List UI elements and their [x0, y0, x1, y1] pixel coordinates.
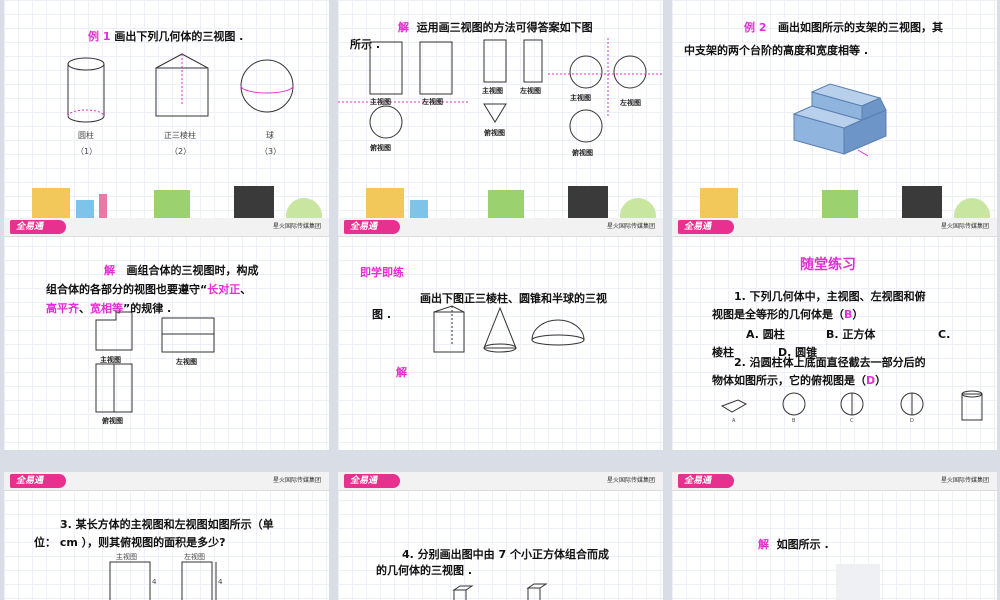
question-4-line-1: 4. 分别画出图中由 7 个小正方体组合而成	[402, 548, 609, 561]
exercise-text-1: 画出下图正三棱柱、圆锥和半球的三视	[420, 292, 607, 305]
logo: 全易通	[10, 220, 66, 234]
option-letter-a: A	[732, 418, 736, 424]
logo: 全易通	[10, 474, 66, 488]
option-a: A. 圆柱	[746, 328, 785, 341]
slide-header-bar: 全易通 星火国际传媒集团	[4, 218, 329, 237]
view-label-side-2: 左视图	[520, 87, 541, 95]
view-label-top: 俯视图	[370, 144, 391, 152]
answer-figure-placeholder	[836, 564, 880, 600]
dimension-1: 4	[152, 578, 157, 586]
solution-label: 解	[758, 538, 769, 551]
slide-header-bar: 全易通 星火国际传媒集团	[338, 218, 663, 237]
bracket-solid-figure	[792, 83, 887, 157]
slide-3[interactable]: 例 2 画出如图所示的支架的三视图，其 中支架的两个台阶的高度和宽度相等 .	[672, 0, 997, 232]
question-2-options-figure	[720, 390, 983, 421]
solution-label: 解	[398, 21, 409, 34]
shape-num-2: （2）	[170, 147, 192, 156]
brand-text: 星火国际传媒集团	[272, 223, 321, 230]
option-b: B. 正方体	[826, 328, 876, 341]
solution-label: 解	[396, 366, 407, 379]
question-3-line-2: 位： cm ），则其俯视图的面积是多少?	[34, 536, 226, 549]
slide-4[interactable]: 全易通 星火国际传媒集团 解 画组合体的三视图时，构成 组合体的各部分的视图也要…	[4, 218, 329, 450]
slide-header-bar: 全易通 星火国际传媒集团	[672, 472, 997, 491]
option-letter-c: C	[850, 418, 854, 424]
example-text: 画出下列几何体的三视图 .	[114, 30, 244, 43]
option-c: C.	[938, 328, 951, 341]
slide-6[interactable]: 全易通 星火国际传媒集团 随堂练习 1. 下列几何体中，主视图、左视图和俯 视图…	[672, 218, 997, 450]
shape-label-1: 圆柱	[78, 131, 94, 140]
view-label-side: 左视图	[176, 358, 197, 366]
brand-text: 星火国际传媒集团	[940, 223, 989, 230]
logo: 全易通	[344, 220, 400, 234]
view-label-front-2: 主视图	[482, 87, 503, 95]
view-label-front: 主视图	[100, 356, 121, 364]
question-3-line-1: 3. 某长方体的主视图和左视图如图所示（单	[60, 518, 274, 531]
shape-num-3: （3）	[260, 147, 282, 156]
question-2-line-1: 2. 沿圆柱体上底面直径截去一部分后的	[734, 356, 926, 369]
shape-label-3: 球	[266, 131, 274, 140]
solution-text-2: 所示 .	[350, 38, 381, 51]
slide-header-bar: 全易通 星火国际传媒集团	[338, 472, 663, 491]
option-letter-b: B	[792, 418, 796, 424]
view-label-top-2: 俯视图	[484, 129, 505, 137]
brand-text: 星火国际传媒集团	[606, 223, 655, 230]
dimension-2: 4	[218, 578, 223, 586]
logo: 全易通	[678, 474, 734, 488]
answer-2: D	[866, 374, 876, 387]
brand-text: 星火国际传媒集团	[606, 477, 655, 484]
example-text-2: 中支架的两个台阶的高度和宽度相等 .	[684, 44, 869, 57]
three-views-figure	[338, 38, 663, 143]
solution-label: 解	[104, 264, 115, 277]
exercise-text-2: 图 .	[372, 308, 392, 321]
shape-label-2: 正三棱柱	[164, 131, 196, 140]
slide-1[interactable]: 例 1 画出下列几何体的三视图 . 圆柱 （1） 正三棱柱 （2） 球 （3）	[4, 0, 329, 232]
question-3-views-figure	[109, 561, 217, 600]
question-1-line-1: 1. 下列几何体中，主视图、左视图和俯	[734, 290, 926, 303]
bracket-three-views	[95, 311, 215, 413]
question-4-line-2: 的几何体的三视图 .	[376, 564, 473, 577]
slide-9[interactable]: 全易通 星火国际传媒集团 解 如图所示 .	[672, 472, 997, 600]
option-letter-d: D	[910, 418, 914, 424]
example-label: 例 1	[88, 30, 111, 43]
view-label-top: 俯视图	[102, 417, 123, 425]
example-label: 例 2	[744, 21, 767, 34]
view-label-front: 主视图	[370, 98, 391, 106]
slide-5[interactable]: 全易通 星火国际传媒集团 即学即练 画出下图正三棱柱、圆锥和半球的三视 图 . …	[338, 218, 663, 450]
view-label-top-3: 俯视图	[572, 149, 593, 157]
logo: 全易通	[678, 220, 734, 234]
logo: 全易通	[344, 474, 400, 488]
side-view-label: 左视图	[184, 553, 205, 561]
cubes-figure	[452, 583, 548, 600]
practice-title: 随堂练习	[800, 257, 856, 273]
shape-num-1: （1）	[76, 147, 98, 156]
front-view-label: 主视图	[116, 553, 137, 561]
option-c-cont: 棱柱	[712, 346, 734, 359]
brand-text: 星火国际传媒集团	[272, 477, 321, 484]
brand-text: 星火国际传媒集团	[940, 477, 989, 484]
view-label-side: 左视图	[422, 98, 443, 106]
slide-8[interactable]: 全易通 星火国际传媒集团 4. 分别画出图中由 7 个小正方体组合而成 的几何体…	[338, 472, 663, 600]
section-title: 即学即练	[360, 266, 404, 279]
slide-7[interactable]: 全易通 星火国际传媒集团 3. 某长方体的主视图和左视图如图所示（单 位： cm…	[4, 472, 329, 600]
view-label-front-3: 主视图	[570, 94, 591, 102]
option-d: D. 圆锥	[778, 346, 818, 359]
view-label-side-3: 左视图	[620, 99, 641, 107]
solids-figure	[67, 53, 294, 123]
slide-header-bar: 全易通 星火国际传媒集团	[672, 218, 997, 237]
answer-1: B	[844, 308, 853, 321]
exercise-solids-figure	[433, 305, 585, 353]
slide-2[interactable]: 解 运用画三视图的方法可得答案如下图 所示 . 主视图 左视图 俯视图 主视图 …	[338, 0, 663, 232]
slide-header-bar: 全易通 星火国际传媒集团	[4, 472, 329, 491]
